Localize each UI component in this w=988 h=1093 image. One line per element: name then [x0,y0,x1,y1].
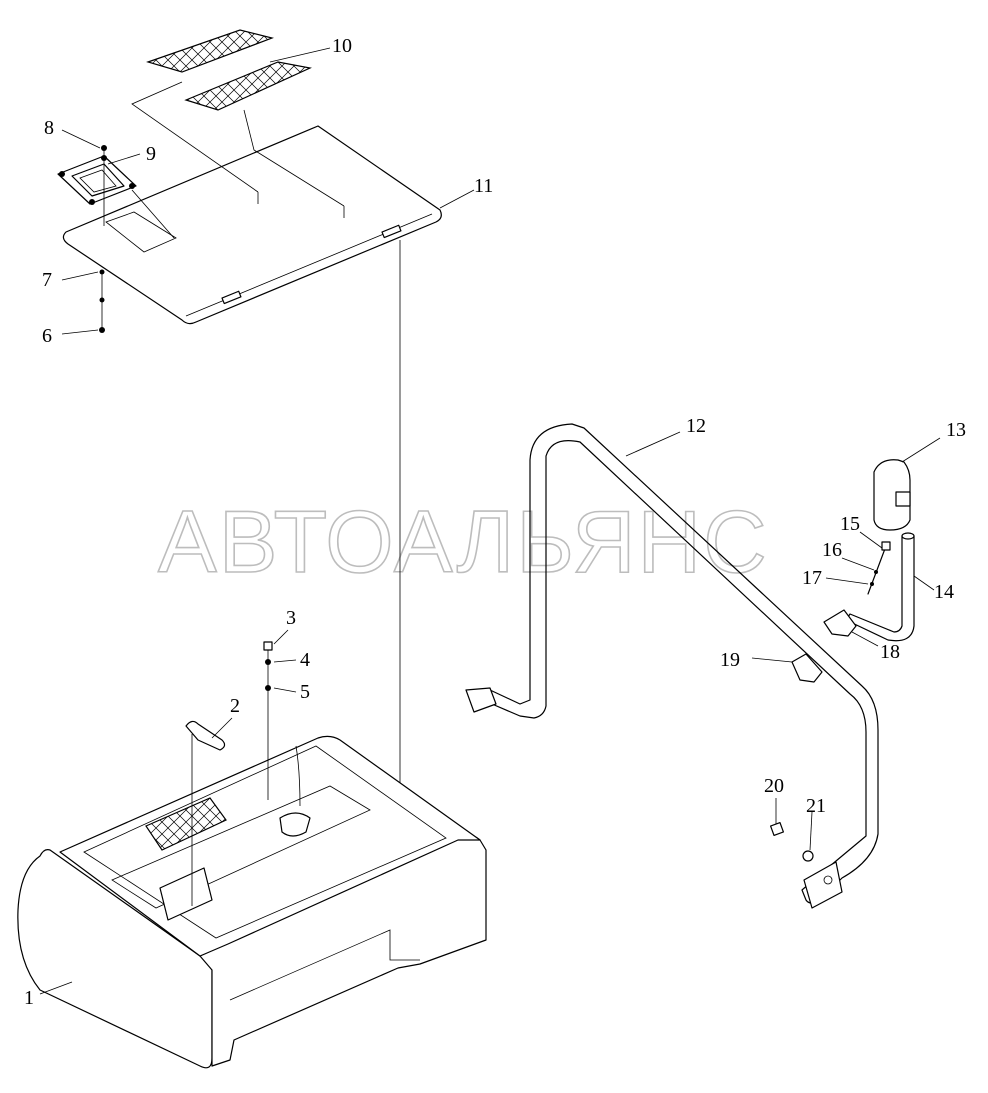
callout-numbers: 1 2 3 4 5 6 7 8 9 10 11 12 13 14 15 16 1… [24,35,966,1009]
callout-4: 4 [300,649,310,671]
callout-15: 15 [840,513,860,535]
part-6-7-fasteners [99,269,105,333]
callout-7: 7 [42,269,52,291]
part-2-bracket [185,720,226,751]
callout-9: 9 [146,143,156,165]
part-18-clamp [823,609,857,637]
callout-13: 13 [946,419,966,441]
callout-5: 5 [300,681,310,703]
callout-1: 1 [24,987,34,1009]
callout-6: 6 [42,325,52,347]
part-11-top-panel [62,125,442,325]
callout-12: 12 [686,415,706,437]
part-13-mirror [873,459,911,531]
part-3-4-5-fasteners [263,641,273,691]
callout-8: 8 [44,117,54,139]
callout-20: 20 [764,775,784,797]
part-20-21-bolt-washer [769,821,814,862]
callout-21: 21 [806,795,826,817]
part-10-mats [146,29,312,111]
callout-16: 16 [822,539,842,561]
callout-leaders [39,47,941,995]
part-14-mirror-arm [845,532,915,642]
part-1-base-housing [17,735,487,1069]
callout-11: 11 [474,175,493,197]
watermark: АВТОАЛЬЯНС [158,492,769,591]
part-12-handrail [465,423,879,909]
callout-14: 14 [934,581,954,603]
part-15-16-17-bolt [867,541,891,595]
callout-18: 18 [880,641,900,663]
callout-17: 17 [802,567,822,589]
callout-2: 2 [230,695,240,717]
part-19-clamp [791,653,823,683]
part-9-hatch-frame [57,155,137,205]
callout-19: 19 [720,649,740,671]
callout-3: 3 [286,607,296,629]
callout-10: 10 [332,35,352,57]
